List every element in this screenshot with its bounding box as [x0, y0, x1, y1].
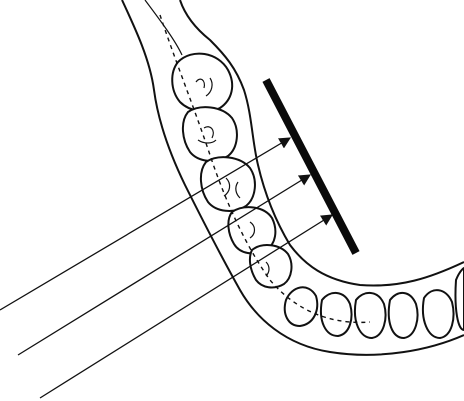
- lateral-incisor: [320, 292, 353, 338]
- first-molar: [200, 156, 256, 212]
- third-molar: [171, 52, 234, 113]
- mandible-inner-outline: [179, 0, 464, 287]
- incisor-right: [387, 292, 419, 340]
- detector-bar: [262, 78, 360, 255]
- xray-beams: [0, 137, 333, 399]
- premolar-1: [248, 244, 293, 289]
- ramus-line: [144, 0, 183, 56]
- xray-beam-1: [0, 137, 292, 311]
- xray-beam-3: [39, 214, 333, 399]
- canine-right: [422, 289, 455, 340]
- mandible-outer-outline: [121, 0, 464, 356]
- posterior-teeth: [171, 52, 293, 289]
- anterior-teeth: [283, 266, 464, 340]
- second-molar: [182, 106, 238, 162]
- partial-tooth: [454, 266, 464, 332]
- xray-beam-2: [17, 174, 311, 356]
- central-incisor: [354, 292, 387, 340]
- dashed-arch-line: [159, 14, 371, 324]
